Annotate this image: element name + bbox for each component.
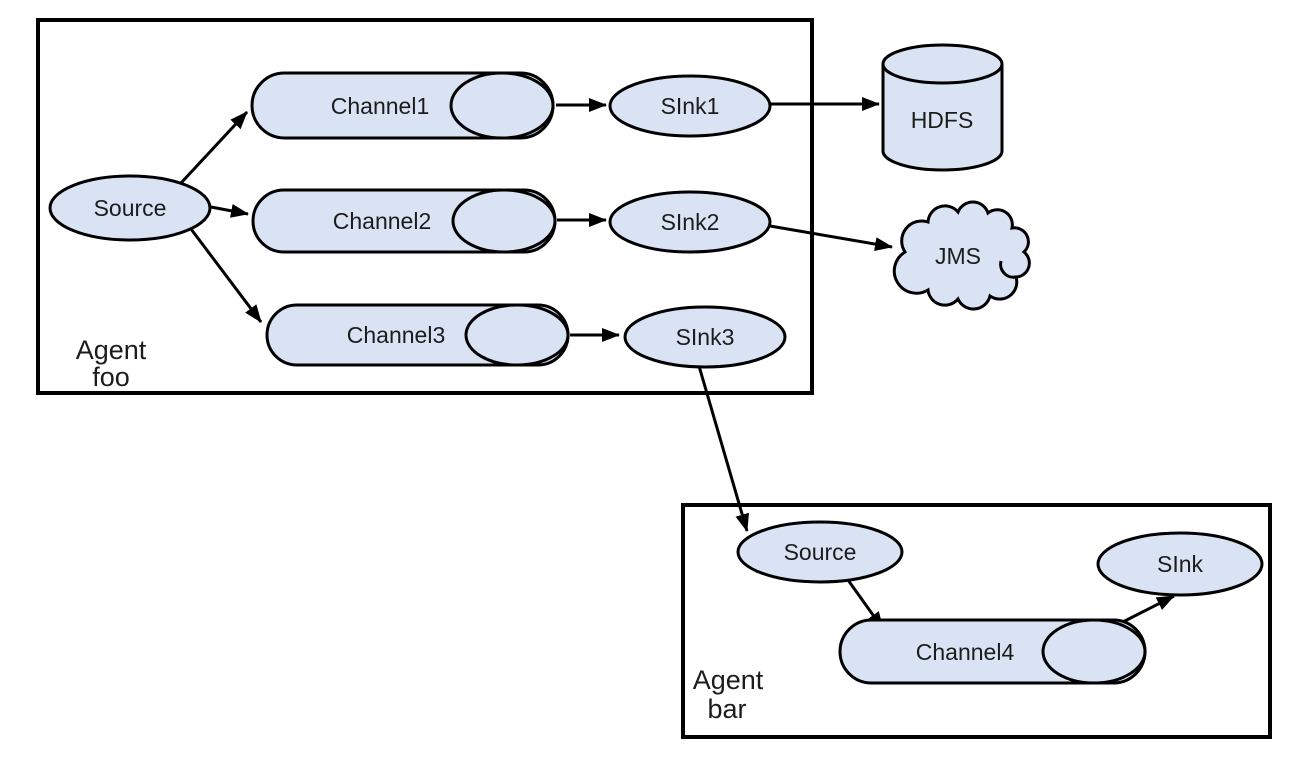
bar-sink-label: SInk xyxy=(1157,551,1204,577)
node-channel2: Channel2 xyxy=(251,188,557,254)
node-sink1: SInk1 xyxy=(608,74,772,138)
agent-foo-label-line1: Agent xyxy=(76,335,147,365)
hdfs-label: HDFS xyxy=(911,107,974,133)
agent-foo-group: Agent foo Source Channel1 Channel2 xyxy=(36,18,814,395)
node-bar-source: Source xyxy=(736,520,904,584)
sink1-ellipse xyxy=(608,74,772,138)
node-sink3: SInk3 xyxy=(623,305,787,369)
sink2-ellipse xyxy=(608,190,772,254)
sink1-label: SInk1 xyxy=(661,93,720,119)
agent-foo-label-line2: foo xyxy=(92,362,130,392)
agent-bar-label-line1: Agent xyxy=(693,665,764,695)
foo-source-label: Source xyxy=(94,195,167,221)
channel4-label: Channel4 xyxy=(916,639,1015,665)
node-foo-source: Source xyxy=(48,174,212,242)
channel2-cap xyxy=(451,188,557,254)
channel3-label: Channel3 xyxy=(347,322,445,348)
jms-label: JMS xyxy=(935,243,981,269)
bar-source-ellipse xyxy=(736,520,904,584)
node-channel1: Channel1 xyxy=(250,71,555,140)
channel3-cap xyxy=(464,303,570,367)
hdfs-cylinder-body xyxy=(881,64,1004,172)
channel2-label: Channel2 xyxy=(333,208,431,234)
agent-foo-box xyxy=(36,18,814,395)
sink2-label: SInk2 xyxy=(661,209,720,235)
node-hdfs: HDFS xyxy=(881,43,1004,172)
node-channel3: Channel3 xyxy=(265,303,570,367)
agent-bar-group: Agent bar Source Channel4 SInk xyxy=(681,503,1272,739)
node-jms: JMS xyxy=(892,200,1031,311)
sink3-label: SInk3 xyxy=(676,324,735,350)
agent-bar-label-line2: bar xyxy=(707,694,746,724)
edge-source-to-channel1 xyxy=(179,110,249,185)
node-channel4: Channel4 xyxy=(838,618,1147,685)
edge-source-to-channel3 xyxy=(189,228,263,323)
foo-source-ellipse xyxy=(48,174,212,242)
sink3-ellipse xyxy=(623,305,787,369)
node-bar-sink: SInk xyxy=(1096,531,1264,597)
hdfs-cylinder-top xyxy=(881,43,1004,85)
channel4-cap xyxy=(1041,618,1147,685)
bar-source-label: Source xyxy=(784,539,857,565)
node-sink2: SInk2 xyxy=(608,190,772,254)
edge-sink2-to-jms xyxy=(769,224,893,252)
bar-sink-ellipse xyxy=(1096,531,1264,597)
agent-bar-box xyxy=(681,503,1272,739)
jms-cloud xyxy=(892,200,1031,311)
jms-cloud-curl xyxy=(999,260,1017,279)
edge-source-to-channel2 xyxy=(210,203,249,218)
channel1-label: Channel1 xyxy=(331,93,429,119)
channel1-cap xyxy=(449,71,555,140)
